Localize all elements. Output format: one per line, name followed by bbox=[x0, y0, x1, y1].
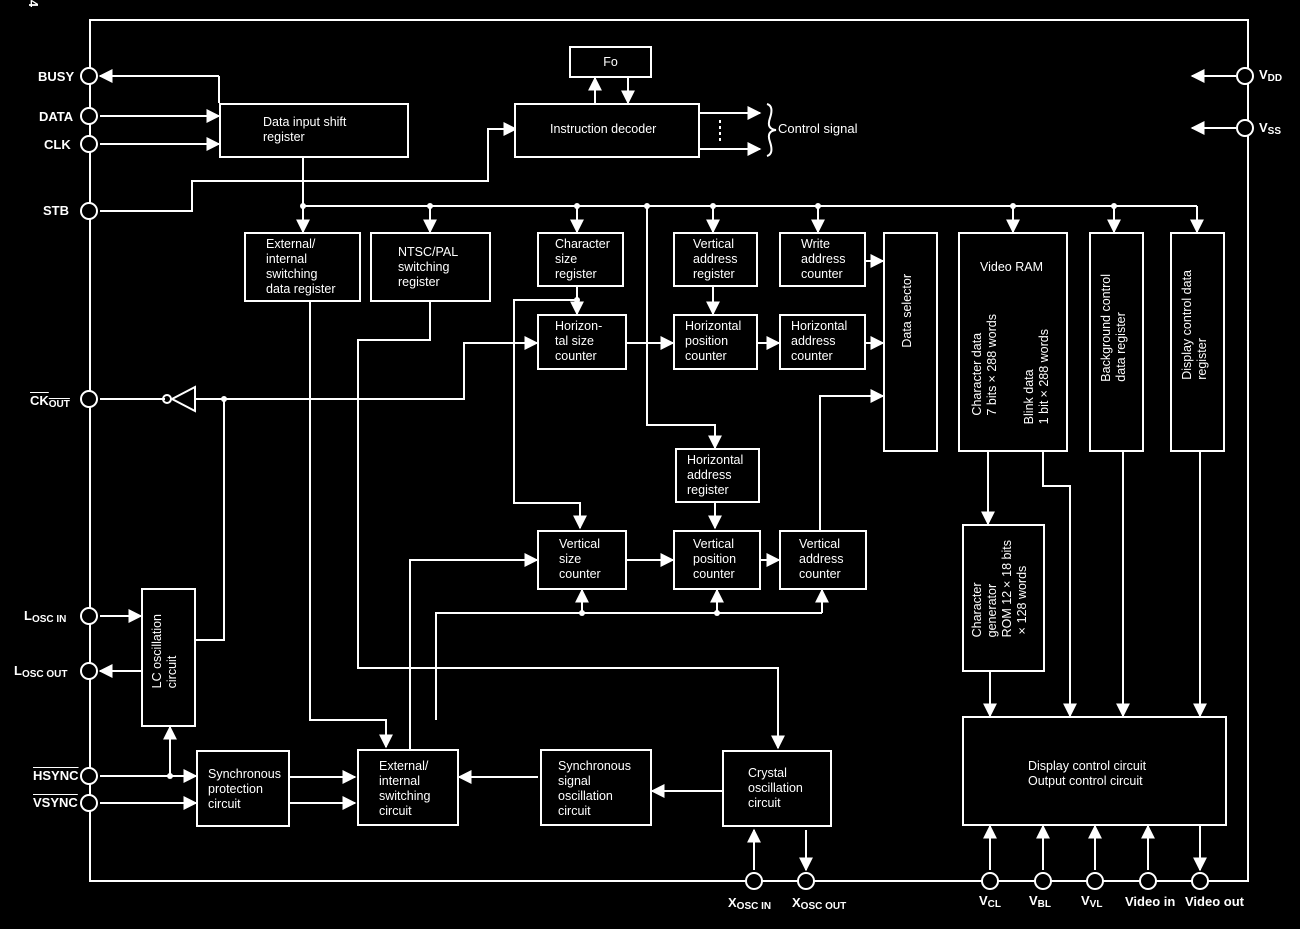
instruction-decoder: Instruction decoder bbox=[514, 103, 700, 158]
ext-int-switching-data-register: External/ internal switching data regist… bbox=[244, 232, 361, 302]
losc-out-pin bbox=[80, 662, 98, 680]
display-control-data-register: Display control data register bbox=[1170, 232, 1225, 452]
data-pin bbox=[80, 107, 98, 125]
video-out-pin bbox=[1191, 872, 1209, 890]
character-size-register: Character size register bbox=[537, 232, 624, 287]
vss-label: VSS bbox=[1259, 120, 1282, 137]
ext-int-switching-circuit: External/ internal switching circuit bbox=[357, 749, 459, 826]
clk-label: CLK bbox=[44, 137, 71, 152]
data-selector-label: Data selector bbox=[900, 274, 914, 348]
horizontal-address-counter: Horizontal address counter bbox=[779, 314, 866, 370]
vsync-label: VSYNC bbox=[33, 795, 78, 810]
video-out-label: Video out bbox=[1185, 894, 1244, 909]
display-output-control-circuit: Display control circuit Output control c… bbox=[962, 716, 1227, 826]
video-in-label: Video in bbox=[1125, 894, 1176, 909]
character-generator-rom: Character generator ROM 12×18 bits ×128 … bbox=[962, 524, 1045, 672]
xosc-in-label: XOSC IN bbox=[728, 895, 772, 912]
horizontal-address-register: Horizontal address register bbox=[675, 448, 760, 503]
xosc-out-pin bbox=[797, 872, 815, 890]
lc-oscillation-circuit: LC oscillation circuit bbox=[141, 588, 196, 727]
xosc-in-pin bbox=[745, 872, 763, 890]
video-ram: Video RAM Character data 7 bits×288 word… bbox=[958, 232, 1068, 452]
losc-out-label: LOSC OUT bbox=[14, 663, 68, 680]
crystal-oscillation-circuit: Crystal oscillation circuit bbox=[722, 750, 832, 827]
stb-pin bbox=[80, 202, 98, 220]
busy-pin bbox=[80, 67, 98, 85]
vcl-label: VCL bbox=[979, 893, 1002, 910]
blink-data-label: Blink data 1 bit×288 words bbox=[1022, 329, 1051, 425]
character-data-label: Character data 7 bits×288 words bbox=[970, 314, 999, 416]
fo-block: Fo bbox=[569, 46, 652, 78]
write-address-counter: Write address counter bbox=[779, 232, 866, 287]
hsync-label: HSYNC bbox=[33, 768, 79, 783]
data-label: DATA bbox=[39, 109, 74, 124]
control-signal-label: Control signal bbox=[778, 121, 858, 136]
xosc-out-label: XOSC OUT bbox=[792, 895, 847, 912]
vertical-address-counter: Vertical address counter bbox=[779, 530, 867, 590]
vsync-pin bbox=[80, 794, 98, 812]
vertical-address-register: Vertical address register bbox=[673, 232, 758, 287]
losc-in-label: LOSC IN bbox=[24, 608, 67, 625]
horizontal-position-counter: Horizontal position counter bbox=[673, 314, 758, 370]
losc-in-pin bbox=[80, 607, 98, 625]
vbl-label: VBL bbox=[1029, 893, 1052, 910]
ckout-pin bbox=[80, 390, 98, 408]
stb-label: STB bbox=[43, 203, 69, 218]
vbl-pin bbox=[1034, 872, 1052, 890]
data-input-shift-register: Data input shift register bbox=[219, 103, 409, 158]
background-control-label: Background control data register bbox=[1099, 274, 1128, 382]
vss-pin bbox=[1236, 119, 1254, 137]
character-generator-label: Character generator ROM 12×18 bits ×128 … bbox=[970, 540, 1029, 638]
vertical-position-counter: Vertical position counter bbox=[673, 530, 761, 590]
data-selector: Data selector bbox=[883, 232, 938, 452]
display-control-label: Display control data register bbox=[1180, 270, 1209, 380]
vdd-pin bbox=[1236, 67, 1254, 85]
clk-pin bbox=[80, 135, 98, 153]
video-in-pin bbox=[1139, 872, 1157, 890]
vcl-pin bbox=[981, 872, 999, 890]
chip-boundary bbox=[89, 19, 1249, 882]
background-control-data-register: Background control data register bbox=[1089, 232, 1144, 452]
ckout-label: CKOUT bbox=[30, 393, 70, 410]
busy-label: BUSY bbox=[38, 69, 75, 84]
synchronous-protection-circuit: Synchronous protection circuit bbox=[196, 750, 290, 827]
synchronous-signal-oscillation-circuit: Synchronous signal oscillation circuit bbox=[540, 749, 652, 826]
vvl-label: VVL bbox=[1081, 893, 1103, 910]
lc-oscillation-label: LC oscillation circuit bbox=[150, 614, 179, 689]
vertical-size-counter: Vertical size counter bbox=[537, 530, 627, 590]
vdd-label: VDD bbox=[1259, 67, 1283, 84]
page-marker: 4 bbox=[26, 0, 42, 8]
horizontal-size-counter: Horizon- tal size counter bbox=[537, 314, 627, 370]
hsync-pin bbox=[80, 767, 98, 785]
video-ram-title: Video RAM bbox=[980, 260, 1043, 274]
ntsc-pal-switching-register: NTSC/PAL switching register bbox=[370, 232, 491, 302]
vvl-pin bbox=[1086, 872, 1104, 890]
